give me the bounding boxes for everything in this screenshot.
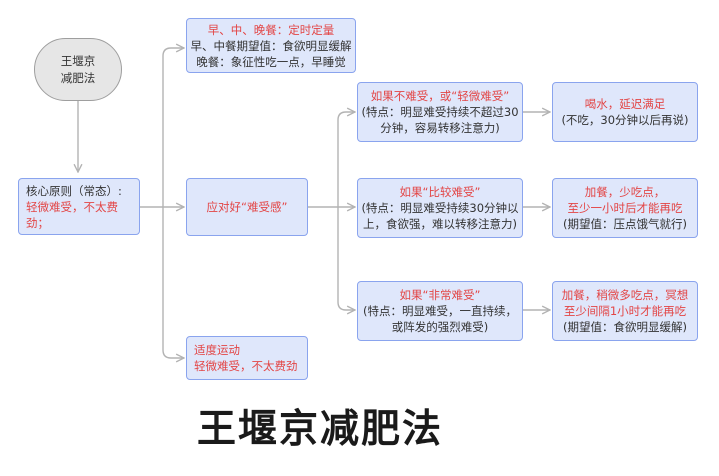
core-line-1: 核心原则（常态）:	[26, 183, 122, 198]
edge-trunk-mild	[337, 112, 355, 207]
severe-line-2: (特点：明显难受，一直持续，	[363, 304, 517, 318]
mild-condition-node: 如果不难受，或“轻微难受” (特点：明显难受持续不超过30 分钟，容易转移注意力…	[357, 82, 523, 142]
cope-line-1: 应对好“难受感”	[206, 200, 288, 214]
severe-action-node: 加餐，稍微多吃点，冥想 至少间隔1小时才能再吃 (期望值：食欲明显缓解)	[552, 281, 698, 341]
mild-line-3: 分钟，容易转移注意力)	[380, 121, 500, 135]
root-node: 王堰京 减肥法	[34, 38, 122, 101]
moderate-line-3: 上，食欲强，难以转移注意力)	[363, 217, 517, 231]
edge-trunk-meals	[162, 48, 184, 207]
root-line-2: 减肥法	[60, 70, 96, 85]
moderate-action-line-3: (期望值：压点饿气就行)	[563, 217, 687, 231]
mild-line-1: 如果不难受，或“轻微难受”	[370, 89, 510, 103]
severe-condition-node: 如果“非常难受” (特点：明显难受，一直持续， 或阵发的强烈难受)	[357, 281, 523, 341]
moderate-line-1: 如果“比较难受”	[399, 185, 481, 199]
moderate-action-node: 加餐，少吃点， 至少一小时后才能再吃 (期望值：压点饿气就行)	[552, 178, 698, 238]
mild-action-node: 喝水，延迟满足 (不吃，30分钟以后再说)	[552, 82, 698, 142]
exercise-line-2: 轻微难受，不太费劲	[194, 359, 298, 373]
mild-action-line-1: 喝水，延迟满足	[584, 97, 666, 111]
meals-line-2: 早、中餐期望值：食欲明显缓解	[190, 38, 352, 53]
moderate-action-line-1: 加餐，少吃点，	[584, 185, 666, 199]
severe-action-line-2: 至少间隔1小时才能再吃	[563, 304, 687, 318]
exercise-node: 适度运动 轻微难受，不太费劲	[186, 336, 308, 380]
page-title: 王堰京减肥法	[196, 407, 443, 452]
moderate-condition-node: 如果“比较难受” (特点：明显难受持续30分钟以 上，食欲强，难以转移注意力)	[357, 178, 523, 238]
exercise-line-1: 适度运动	[194, 343, 240, 357]
edge-trunk-severe	[337, 207, 355, 310]
severe-action-line-3: (期望值：食欲明显缓解)	[563, 320, 687, 334]
edge-trunk-exercise	[162, 207, 184, 358]
core-line-2: 轻微难受，不太费劲；	[26, 199, 118, 230]
moderate-action-line-2: 至少一小时后才能再吃	[567, 201, 683, 215]
mild-action-line-2: (不吃，30分钟以后再说)	[561, 113, 689, 127]
root-line-1: 王堰京	[60, 53, 96, 68]
cope-node: 应对好“难受感”	[186, 178, 308, 236]
severe-line-1: 如果“非常难受”	[399, 288, 481, 302]
meals-node: 早、中、晚餐：定时定量 早、中餐期望值：食欲明显缓解 晚餐：象征性吃一点，早睡觉	[186, 18, 356, 73]
meals-line-1: 早、中、晚餐：定时定量	[207, 22, 335, 37]
moderate-line-2: (特点：明显难受持续30分钟以	[361, 201, 519, 215]
meals-line-3: 晚餐：象征性吃一点，早睡觉	[196, 54, 346, 69]
severe-action-line-1: 加餐，稍微多吃点，冥想	[561, 288, 689, 302]
mild-line-2: (特点：明显难受持续不超过30	[361, 105, 519, 119]
core-principle-node: 核心原则（常态）: 轻微难受，不太费劲；	[18, 178, 140, 235]
severe-line-3: 或阵发的强烈难受)	[391, 320, 489, 334]
